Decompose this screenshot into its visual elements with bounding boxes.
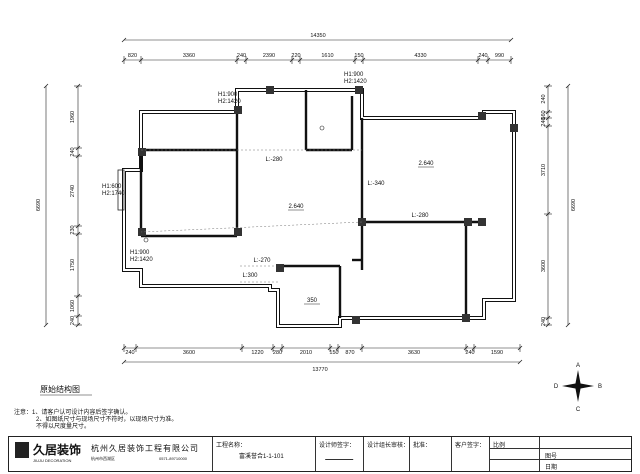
structural-column (510, 124, 518, 132)
right-dim-label: 3710 (541, 164, 547, 176)
beam-label: L:-270 (253, 258, 271, 264)
structural-column (234, 106, 242, 114)
beam-label: L:-280 (411, 213, 429, 219)
window-h1-label: H1:900 (344, 72, 364, 78)
right-overall-label: 6690 (571, 199, 577, 211)
top-dim-label: 990 (495, 53, 504, 59)
top-dim-label: 150 (354, 53, 363, 59)
beam-label: L:-340 (367, 181, 385, 187)
left-dim-label: 230 (70, 225, 76, 234)
bottom-dim-label: 3600 (183, 350, 195, 356)
top-dim-label: 4330 (414, 53, 426, 59)
scale-label: 比例 (493, 443, 506, 449)
top-dim-label: 3360 (183, 53, 195, 59)
left-dim-label: 1750 (70, 259, 76, 271)
top-dim-label: 220 (291, 53, 300, 59)
window-h2-label: H2:1420 (344, 79, 367, 85)
left-dim-label: 1060 (70, 300, 76, 312)
structural-column (478, 218, 486, 226)
note-line-3: 不得以尺度量尺寸。 (36, 424, 91, 430)
bottom-dim-label: 240 (125, 350, 134, 356)
right-dim-label: 3600 (541, 260, 547, 272)
right-dim-label: 240 (541, 317, 547, 326)
bottom-dim-label: 1220 (251, 350, 263, 356)
beam-line (140, 221, 363, 233)
title-block: 久居装饰 JIUJU DECORATION 杭州久居装饰工程有限公司 杭州市西湖… (8, 436, 632, 472)
compass-south: C (576, 407, 581, 413)
company-address: 杭州市西湖区 (91, 456, 115, 461)
compass-west: D (554, 384, 559, 390)
drain-icon (319, 125, 325, 131)
structural-column (478, 112, 486, 120)
structural-column (355, 86, 363, 94)
client-label: 客户签字： (455, 443, 486, 449)
left-dim-label: 1960 (70, 111, 76, 123)
bottom-dim-label: 240 (465, 350, 474, 356)
top-dim-label: 1610 (321, 53, 333, 59)
left-dim-label: 2740 (70, 185, 76, 197)
note-line-1: 注意：1、请客户认可设计内容后签字确认。 (14, 410, 132, 416)
right-dim-label: 660 (541, 110, 547, 119)
left-dim-label: 240 (70, 147, 76, 156)
window-h1-label: H1:900 (130, 250, 150, 256)
bay-window (117, 169, 125, 211)
company-phone: 0571-89710000 (159, 456, 188, 461)
project-label: 工程名称： (216, 443, 247, 449)
brand-en: JIUJU DECORATION (33, 458, 72, 463)
drain-icon (143, 237, 149, 243)
structural-column (462, 314, 470, 322)
structural-column (138, 148, 146, 156)
right-dim-label: 240 (541, 94, 547, 103)
beam-label: L:-280 (265, 157, 283, 163)
window-h2-label: H2:1420 (218, 99, 241, 105)
approve-label: 批准： (413, 443, 432, 449)
note-line-2: 2、如图纸尺寸与现场尺寸不符时，以现场尺寸为准。 (36, 417, 178, 423)
window-h1-label: H1:900 (218, 92, 238, 98)
top-dim-label: 240 (237, 53, 246, 59)
structural-column (234, 228, 242, 236)
exterior-wall (122, 88, 516, 328)
bottom-dim-label: 150 (329, 350, 338, 356)
bottom-dim-label: 870 (345, 350, 354, 356)
bottom-dim-label: 3630 (408, 350, 420, 356)
left-dim-label: 240 (70, 316, 76, 325)
project-name: 富溪誉合1-1-101 (239, 454, 284, 460)
top-dim-label: 2390 (263, 53, 275, 59)
notes: 注意：1、请客户认可设计内容后签字确认。 2、如图纸尺寸与现场尺寸不符时，以现场… (14, 410, 177, 431)
structural-column (464, 218, 472, 226)
compass-east: B (598, 384, 602, 390)
window-h1-label: H1:600 (102, 184, 122, 190)
beam-label: L:300 (242, 273, 258, 279)
company-name: 杭州久居装饰工程有限公司 (91, 444, 199, 453)
window-h2-label: H2:1740 (102, 191, 125, 197)
bottom-dim-label: 280 (273, 350, 282, 356)
date-label: 日期 (545, 465, 558, 471)
drawing-title: 原始结构图 (40, 384, 80, 394)
compass-icon (562, 383, 594, 389)
structural-column (352, 316, 360, 324)
brand-name: 久居装饰 (33, 443, 82, 457)
right-dim-label: 240 (541, 117, 547, 126)
compass-north: A (576, 363, 580, 369)
top-overall-label: 14350 (310, 33, 325, 39)
ceiling-height-label: 2.640 (418, 161, 434, 167)
manager-label: 设计组长审核： (367, 443, 410, 449)
drawing-no-label: 图号 (545, 454, 558, 460)
bottom-dim-label: 1590 (491, 350, 503, 356)
top-dim-label: 820 (128, 53, 137, 59)
left-overall-label: 6690 (36, 199, 42, 211)
structural-column (276, 264, 284, 272)
bottom-overall-label: 13770 (312, 367, 327, 373)
window-h2-label: H2:1420 (130, 257, 153, 263)
bottom-dim-label: 2010 (300, 350, 312, 356)
ceiling-height-label: 350 (307, 298, 318, 304)
structural-column (266, 86, 274, 94)
designer-signature (324, 449, 358, 460)
designer-label: 设计师签字： (319, 443, 356, 449)
ceiling-height-label: 2.640 (288, 204, 304, 210)
brand-logo (15, 442, 29, 458)
top-dim-label: 240 (478, 53, 487, 59)
